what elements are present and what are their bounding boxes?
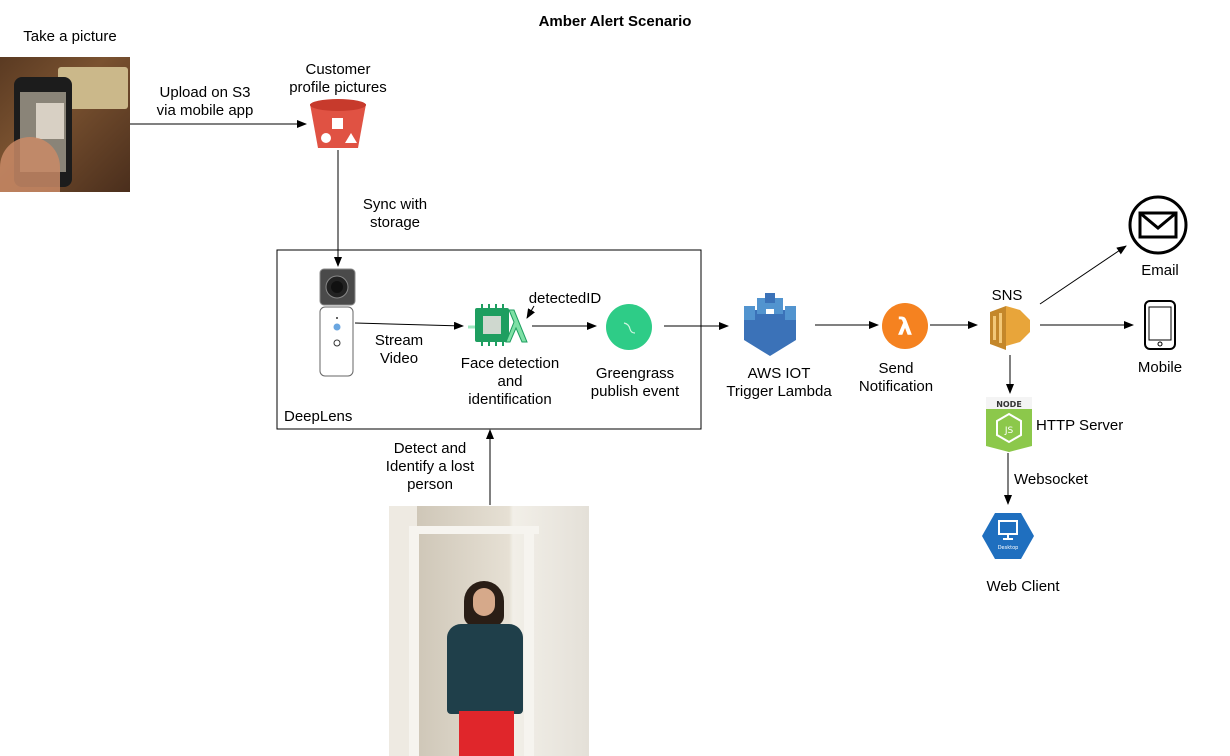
- detected-id-label: detectedID: [528, 290, 602, 307]
- face-label-line1: Face detection: [460, 355, 560, 372]
- lambda-label-line2: Notification: [858, 378, 934, 395]
- edge-detected-id-pointer: [526, 305, 535, 319]
- upload-label-line1: Upload on S3: [159, 84, 251, 101]
- web-client-label: Web Client: [986, 578, 1060, 595]
- sync-label-line1: Sync with: [362, 196, 428, 213]
- mobile-label: Mobile: [1137, 359, 1183, 376]
- detect-label-line3: person: [407, 476, 453, 493]
- detect-label-line1: Detect and: [393, 440, 467, 457]
- face-label-line3: identification: [468, 391, 552, 408]
- face-detection-chip-icon: [468, 304, 528, 346]
- http-server-label: HTTP Server: [1036, 417, 1124, 434]
- detect-label-line2: Identify a lost: [385, 458, 475, 475]
- nodejs-icon: NODE JS: [986, 397, 1032, 452]
- email-icon: [1128, 195, 1188, 255]
- edge-email: [1039, 245, 1127, 305]
- iot-label-line1: AWS IOT: [747, 365, 811, 382]
- lambda-label: Send Notification: [850, 360, 942, 396]
- detect-edge-label: Detect and Identify a lost person: [370, 440, 490, 494]
- face-label-line2: and: [497, 373, 523, 390]
- edge-stream: [354, 321, 464, 330]
- deeplens-group-label: DeepLens: [284, 408, 353, 425]
- svg-text:λ: λ: [897, 313, 912, 341]
- sns-icon: [990, 306, 1030, 350]
- web-client-desktop-icon: Desktop: [982, 513, 1034, 559]
- upload-label-line2: via mobile app: [156, 102, 254, 119]
- svg-text:Desktop: Desktop: [998, 545, 1019, 551]
- stream-label-line1: Stream: [374, 332, 424, 349]
- greengrass-label-line2: publish event: [590, 383, 680, 400]
- sns-label: SNS: [991, 287, 1023, 304]
- svg-text:NODE: NODE: [996, 400, 1022, 409]
- person-photo: [389, 506, 589, 756]
- s3-label-line1: Customer: [305, 61, 371, 78]
- svg-text:JS: JS: [1004, 426, 1014, 436]
- lambda-label-line1: Send: [878, 360, 914, 377]
- websocket-edge-label: Websocket: [1014, 471, 1088, 488]
- upload-edge-label: Upload on S3 via mobile app: [135, 84, 275, 120]
- stream-label-line2: Video: [379, 350, 419, 367]
- aws-iot-label: AWS IOT Trigger Lambda: [715, 365, 843, 401]
- take-picture-label: Take a picture: [23, 28, 117, 45]
- lambda-icon: λ: [882, 303, 928, 349]
- sync-edge-label: Sync with storage: [345, 196, 445, 232]
- stream-edge-label: Stream Video: [364, 332, 434, 368]
- iot-label-line2: Trigger Lambda: [726, 383, 832, 400]
- face-detection-label: Face detection and identification: [445, 355, 575, 409]
- phone-photo: [0, 57, 130, 192]
- s3-label-line2: profile pictures: [289, 79, 387, 96]
- deeplens-camera-icon: [319, 268, 356, 377]
- mobile-phone-icon: [1144, 300, 1176, 350]
- aws-iot-icon: [744, 293, 796, 356]
- greengrass-icon: [606, 304, 652, 350]
- s3-bucket-icon: [310, 99, 366, 148]
- sync-label-line2: storage: [369, 214, 421, 231]
- diagram-title: Amber Alert Scenario: [538, 13, 692, 30]
- greengrass-label-line1: Greengrass: [595, 365, 675, 382]
- email-label: Email: [1141, 262, 1179, 279]
- greengrass-label: Greengrass publish event: [580, 365, 690, 401]
- s3-bucket-label: Customer profile pictures: [273, 61, 403, 97]
